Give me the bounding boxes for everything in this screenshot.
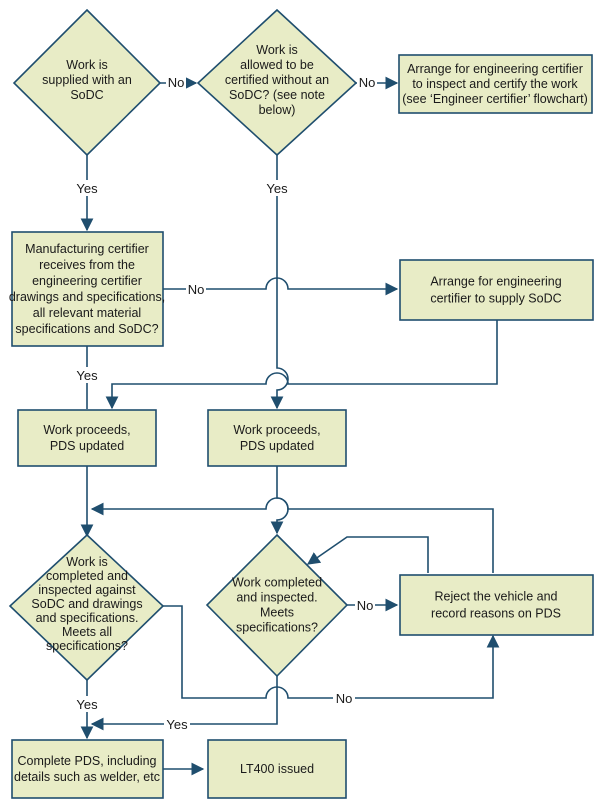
text-line: PDS updated: [50, 439, 124, 453]
text-line: Work is: [256, 43, 297, 57]
box-complete: [11, 739, 164, 799]
svg-text:No: No: [357, 598, 374, 613]
svg-text:Yes: Yes: [266, 181, 288, 196]
svg-text:No: No: [168, 75, 185, 90]
text-line: and specifications.: [36, 611, 139, 625]
text-line: specifications?: [46, 639, 128, 653]
text-line: allowed to be: [240, 58, 314, 72]
label-dright-yes: Yes: [164, 716, 190, 732]
text-line: and inspected.: [236, 591, 317, 605]
box-arrange-supply-text: Arrange for engineering certifier to supp…: [430, 275, 561, 306]
box-lt400-text: LT400 issued: [240, 762, 314, 776]
text-line: (see ‘Engineer certifier’ flowchart): [402, 92, 588, 106]
box-proceed-right-text: Work proceeds, PDS updated: [233, 423, 320, 453]
text-line: engineering certifier: [32, 274, 142, 288]
text-line: specifications?: [236, 621, 318, 635]
edge-labels: No No Yes Yes No Yes No No Yes Yes: [74, 74, 377, 732]
text-line: receives from the: [39, 258, 135, 272]
label-d1-yes: Yes: [74, 180, 100, 196]
text-line: SoDC and drawings: [31, 597, 142, 611]
text-line: Work proceeds,: [233, 423, 320, 437]
decision-d2: [196, 8, 358, 157]
text-line: all relevant material: [33, 306, 141, 320]
box-arrange-supply: [399, 259, 594, 321]
box-reject: [399, 574, 594, 636]
label-d2-no: No: [357, 74, 377, 90]
label-dleft-no: No: [333, 690, 355, 706]
text-line: SoDC? (see note: [229, 88, 325, 102]
edge-reject-loop-to-left-column: [90, 497, 494, 573]
decision-d-left: [8, 533, 165, 682]
box-proceed-right: [207, 409, 347, 467]
edge-arrange-supply-to-proceed-left: [105, 320, 498, 410]
text-line: Arrange for engineering certifier: [407, 62, 583, 76]
svg-text:No: No: [188, 282, 205, 297]
text-line: certifier to supply SoDC: [430, 292, 561, 306]
label-dright-no: No: [355, 597, 375, 613]
edge-manufacturing-no-to-arrange-supply: [163, 277, 399, 296]
text-line: Work is: [66, 555, 107, 569]
text-line: to inspect and certify the work: [412, 77, 578, 91]
text-line: Arrange for engineering: [430, 275, 561, 289]
text-line: completed and: [46, 569, 128, 583]
text-line: LT400 issued: [240, 762, 314, 776]
box-proceed-left: [17, 409, 157, 467]
box-arrange-inspect: [398, 54, 593, 114]
box-manufacturing: [11, 231, 164, 347]
text-line: SoDC: [70, 88, 103, 102]
text-line: drawings and specifications,: [9, 290, 165, 304]
text-line: PDS updated: [240, 439, 314, 453]
decision-d-right: [205, 533, 349, 678]
decision-d1: [12, 8, 162, 157]
svg-text:No: No: [359, 75, 376, 90]
label-manuf-no: No: [186, 281, 206, 297]
svg-text:Yes: Yes: [166, 717, 188, 732]
svg-text:Yes: Yes: [76, 181, 98, 196]
svg-text:No: No: [336, 691, 353, 706]
text-line: supplied with an: [42, 73, 132, 87]
label-dleft-yes: Yes: [74, 696, 100, 712]
text-line: Work proceeds,: [43, 423, 130, 437]
label-d1-no: No: [166, 74, 186, 90]
svg-text:Yes: Yes: [76, 368, 98, 383]
text-line: details such as welder, etc: [14, 770, 160, 784]
shapes: [8, 8, 594, 799]
text-line: record reasons on PDS: [431, 607, 561, 621]
box-reject-text: Reject the vehicle and record reasons on …: [431, 590, 561, 621]
text-line: inspected against: [38, 583, 136, 597]
text-line: certified without an: [225, 73, 329, 87]
text-line: Meets all: [62, 625, 112, 639]
box-manufacturing-text: Manufacturing certifier receives from the…: [9, 242, 165, 336]
box-proceed-left-text: Work proceeds, PDS updated: [43, 423, 130, 453]
text-line: specifications and SoDC?: [15, 322, 158, 336]
text-line: Reject the vehicle and: [435, 590, 558, 604]
edge-reject-to-d-right: [306, 536, 429, 573]
box-complete-text: Complete PDS, including details such as w…: [14, 754, 160, 784]
text-line: Manufacturing certifier: [25, 242, 149, 256]
svg-text:Yes: Yes: [76, 697, 98, 712]
box-lt400: [207, 739, 347, 799]
text-line: Complete PDS, including: [18, 754, 157, 768]
label-d2-yes: Yes: [264, 180, 290, 196]
text-line: Work completed: [232, 576, 322, 590]
edge-d-left-no-to-reject: [163, 605, 500, 699]
text-line: Meets: [260, 606, 294, 620]
edge-d2-yes-to-proceed-right: [270, 155, 289, 410]
text-line: below): [259, 103, 296, 117]
edge-d-right-yes-to-complete: [90, 676, 278, 731]
text-line: Work is: [66, 58, 107, 72]
label-manuf-yes: Yes: [74, 367, 100, 383]
